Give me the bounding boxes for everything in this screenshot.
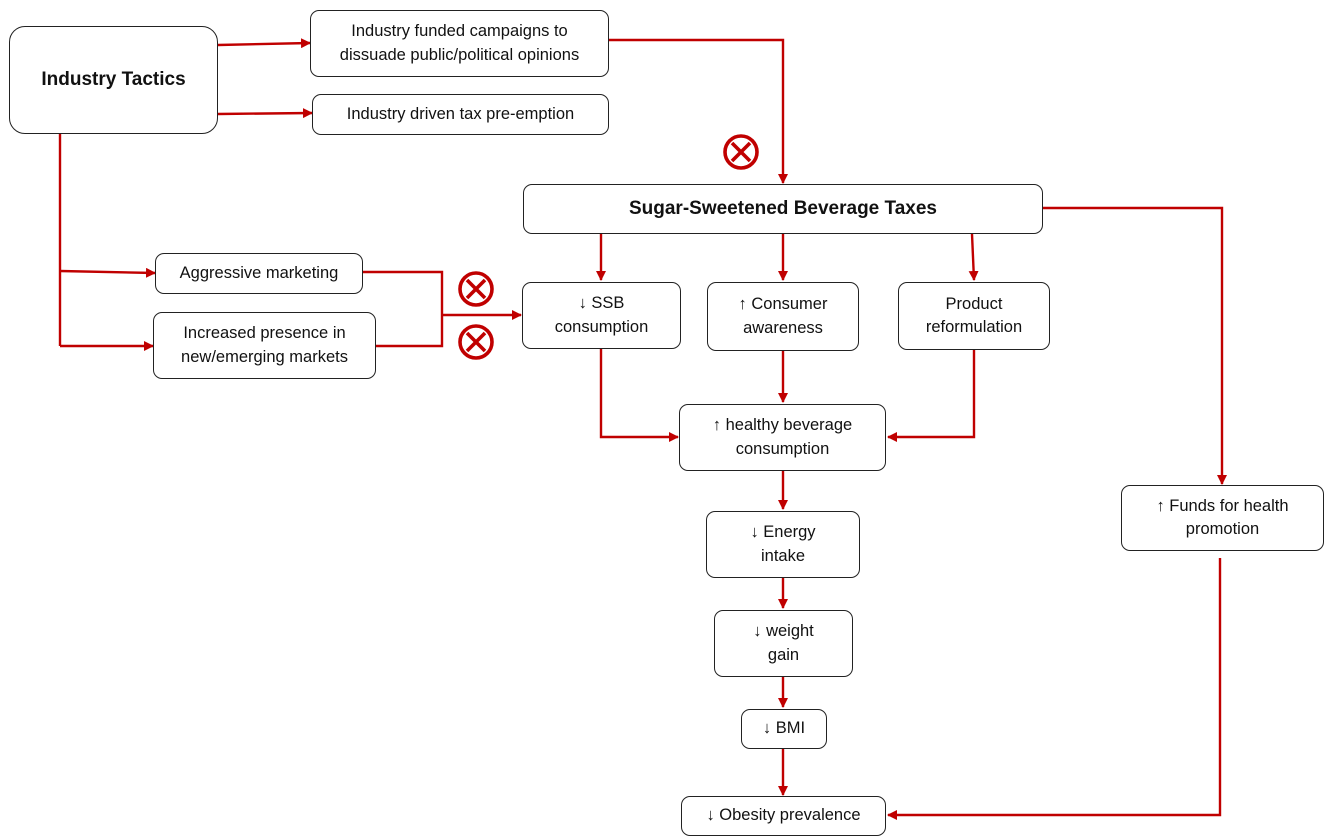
node-funds-health-promotion-label: ↑ Funds for health promotion: [1156, 496, 1289, 538]
arrow-tactics-to-campaigns: [217, 38, 311, 49]
node-aggressive-marketing: Aggressive marketing: [155, 253, 363, 294]
node-obesity-prevalence: ↓ Obesity prevalence: [681, 796, 886, 836]
node-healthy-beverage-label: ↑ healthy beverage consumption: [712, 416, 853, 458]
arrow-campaigns-to-taxes: [609, 38, 788, 184]
blocked-icon: [458, 324, 494, 360]
node-industry-tactics: Industry Tactics: [9, 26, 218, 134]
node-emerging-markets-label: Increased presence in new/emerging marke…: [181, 324, 348, 366]
node-energy-intake-label: ↓ Energy intake: [750, 523, 816, 565]
node-funds-health-promotion: ↑ Funds for health promotion: [1121, 485, 1324, 551]
arrow-taxes-to-reformulation: [968, 233, 979, 281]
arrow-reformulation-to-healthy: [887, 350, 976, 442]
node-energy-intake: ↓ Energy intake: [706, 511, 860, 578]
node-product-reformulation: Product reformulation: [898, 282, 1050, 350]
connector-marketing-merge: [363, 270, 444, 348]
node-weight-gain-label: ↓ weight gain: [753, 622, 814, 664]
arrow-ssb-to-healthy: [599, 349, 679, 442]
node-emerging-markets: Increased presence in new/emerging marke…: [153, 312, 376, 379]
node-bmi-label: ↓ BMI: [762, 719, 806, 738]
blocked-icon: [723, 134, 759, 170]
node-aggressive-marketing-label: Aggressive marketing: [179, 263, 339, 282]
node-bmi: ↓ BMI: [741, 709, 827, 749]
node-consumer-awareness: ↑ Consumer awareness: [707, 282, 859, 351]
arrow-tactics-to-marketing: [59, 267, 156, 278]
node-obesity-prevalence-label: ↓ Obesity prevalence: [706, 806, 861, 825]
node-funded-campaigns: Industry funded campaigns to dissuade pu…: [310, 10, 609, 77]
node-product-reformulation-label: Product reformulation: [925, 294, 1023, 336]
node-consumer-awareness-label: ↑ Consumer awareness: [738, 295, 828, 337]
node-tax-preemption-label: Industry driven tax pre-emption: [346, 104, 575, 123]
node-tax-preemption: Industry driven tax pre-emption: [312, 94, 609, 135]
arrow-tactics-to-preemption: [217, 108, 313, 119]
arrow-taxes-to-funds: [1043, 206, 1227, 485]
blocked-icon: [458, 271, 494, 307]
node-ssb-consumption: ↓ SSB consumption: [522, 282, 681, 349]
node-ssb-taxes-label: Sugar-Sweetened Beverage Taxes: [628, 197, 937, 219]
arrow-funds-to-obesity: [887, 558, 1222, 820]
node-healthy-beverage: ↑ healthy beverage consumption: [679, 404, 886, 471]
node-funded-campaigns-label: Industry funded campaigns to dissuade pu…: [339, 22, 580, 64]
node-ssb-consumption-label: ↓ SSB consumption: [554, 294, 649, 336]
node-weight-gain: ↓ weight gain: [714, 610, 853, 677]
node-ssb-taxes: Sugar-Sweetened Beverage Taxes: [523, 184, 1043, 234]
node-industry-tactics-label: Industry Tactics: [41, 68, 186, 90]
